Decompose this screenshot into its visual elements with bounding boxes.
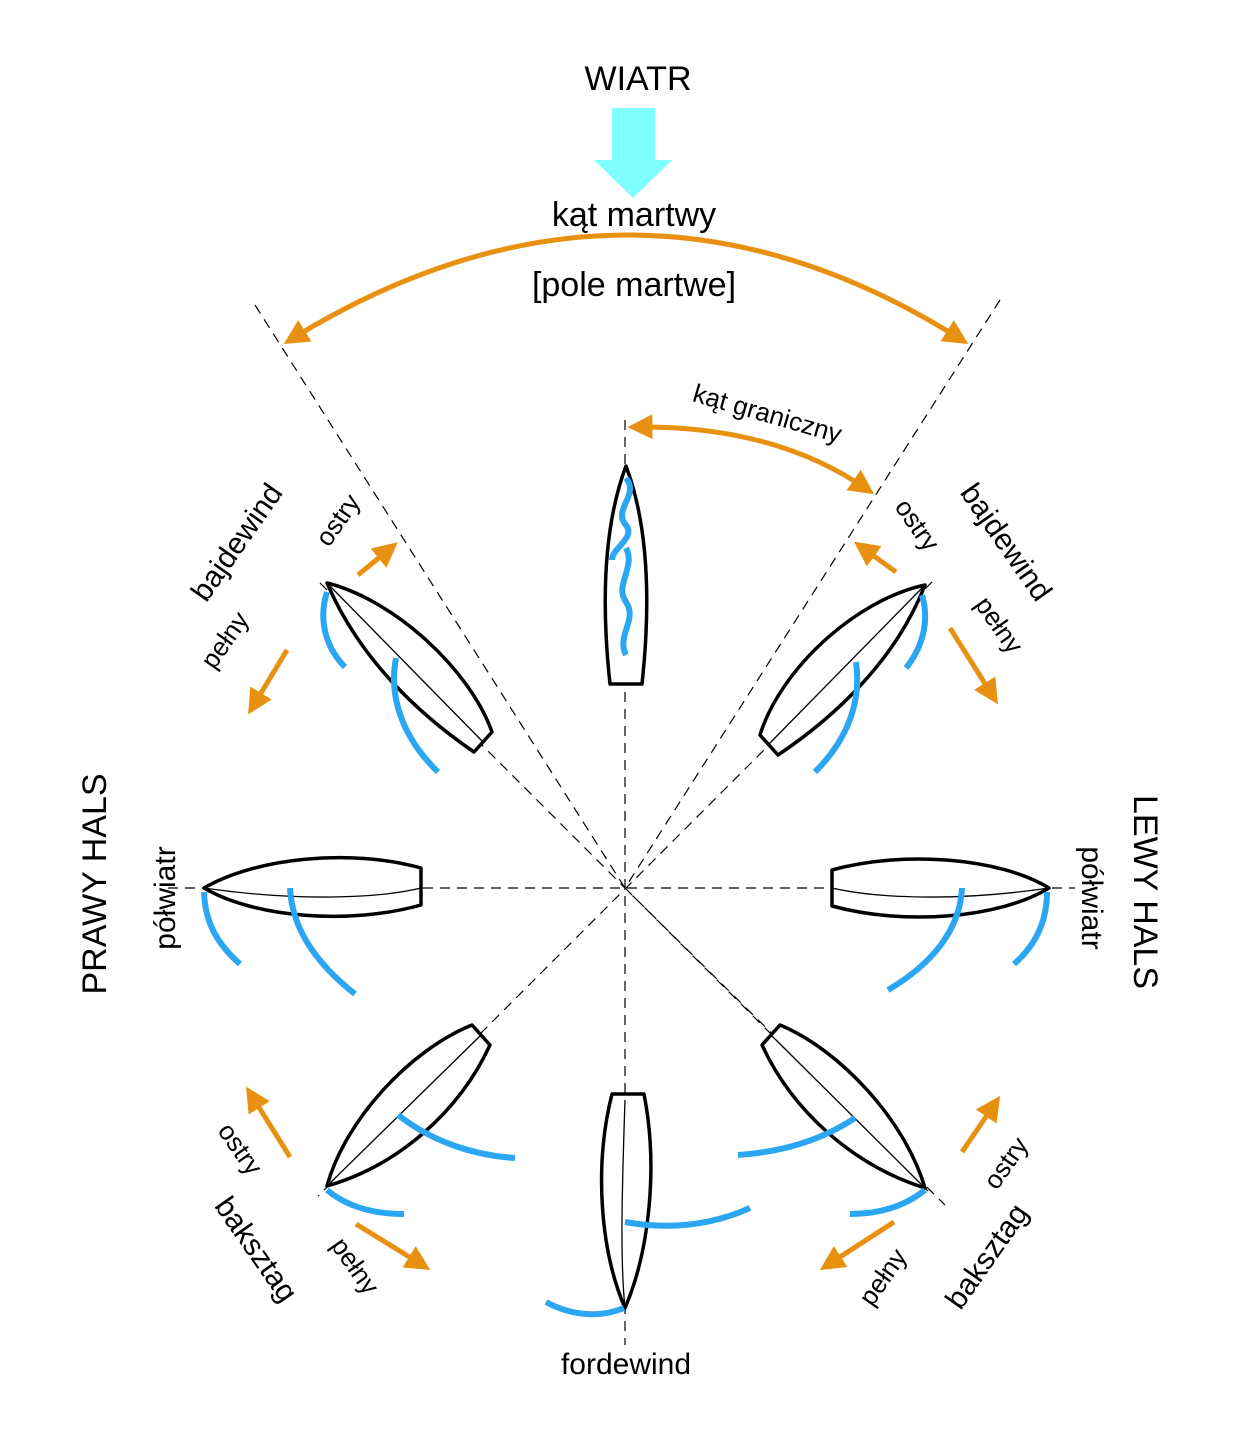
flapping-sail [619, 546, 633, 657]
dead-angle-left-limit [254, 304, 626, 889]
boat-beam-reach-port [830, 857, 1051, 993]
boat-broad-reach-starboard [325, 1023, 516, 1217]
wind-arrow-icon [594, 108, 672, 198]
dead-angle-label: kąt martwy [552, 196, 716, 234]
ostry-lower-left-label: ostry [212, 1117, 269, 1180]
arrow-pelny-upper-left [248, 648, 290, 715]
bajdewind-right-label: bajdewind [954, 478, 1059, 608]
starboard-tack-label: PRAWY HALS [76, 773, 114, 994]
sail [624, 1205, 752, 1229]
boat-close-hauled-port [758, 583, 929, 775]
bajdewind-left-label: bajdewind [185, 478, 290, 608]
port-tack-label: LEWY HALS [1126, 795, 1164, 989]
ostry-lower-right-label: ostry [977, 1131, 1034, 1194]
baksztag-right-label: baksztag [939, 1198, 1035, 1315]
pelny-lower-left-label: pełny [325, 1232, 385, 1300]
sail [812, 661, 861, 775]
boat-close-hauled-starboard [320, 581, 494, 775]
polwiatr-left-label: półwiatr [149, 846, 182, 949]
polwiatr-right-label: półwiatr [1075, 846, 1108, 949]
sail [320, 591, 348, 670]
hull-centerline [831, 887, 1050, 898]
hull-centerline [771, 1035, 926, 1189]
sail [1012, 891, 1050, 967]
hull-centerline [767, 584, 926, 746]
sail [737, 1115, 857, 1158]
flapping-sail [609, 476, 634, 561]
arrow-pelny-lower-left [354, 1221, 431, 1270]
hull-centerline [621, 1099, 626, 1309]
sail [544, 1299, 626, 1318]
limit-angle-arrow [627, 414, 875, 495]
boat-running [544, 1092, 752, 1318]
boat-beam-reach-starboard [201, 855, 423, 997]
arrow-pelny-lower-right [819, 1219, 896, 1271]
boat-head-to-wind [603, 464, 649, 686]
ostry-upper-right-label: ostry [889, 493, 946, 556]
pelny-upper-right-label: pełny [969, 591, 1029, 659]
hull-centerline [326, 1035, 481, 1187]
baksztag-left-label: baksztag [208, 1191, 304, 1308]
sail [849, 1187, 927, 1217]
sail [903, 594, 929, 670]
sail [391, 657, 441, 775]
dead-zone-label: [pole martwe] [532, 266, 736, 304]
sail [325, 1187, 405, 1217]
arrow-pelny-upper-right [947, 626, 998, 705]
hull [202, 855, 423, 919]
arrow-ostry-upper-right [853, 541, 898, 575]
arrow-ostry-upper-left [356, 542, 398, 577]
sail [201, 891, 242, 967]
ostry-upper-left-label: ostry [309, 488, 366, 551]
hull-centerline [326, 582, 484, 743]
arrow-ostry-lower-left [246, 1086, 293, 1159]
boat-broad-reach-port [737, 1023, 927, 1217]
sail [287, 887, 357, 997]
arrow-ostry-lower-right [959, 1095, 1001, 1154]
sail [396, 1112, 516, 1161]
sail [886, 887, 965, 993]
pelny-lower-right-label: pełny [853, 1243, 913, 1311]
hull [599, 1092, 653, 1310]
hull-centerline [203, 887, 422, 898]
wind-title: WIATR [584, 60, 691, 98]
fordewind-label: fordewind [561, 1348, 691, 1381]
limit-angle-label: kąt graniczny [690, 378, 846, 449]
dead-angle-right-limit [624, 299, 1001, 889]
pelny-upper-left-label: pełny [195, 606, 255, 674]
dead-angle-arrow [283, 232, 969, 345]
hull [830, 857, 1051, 919]
